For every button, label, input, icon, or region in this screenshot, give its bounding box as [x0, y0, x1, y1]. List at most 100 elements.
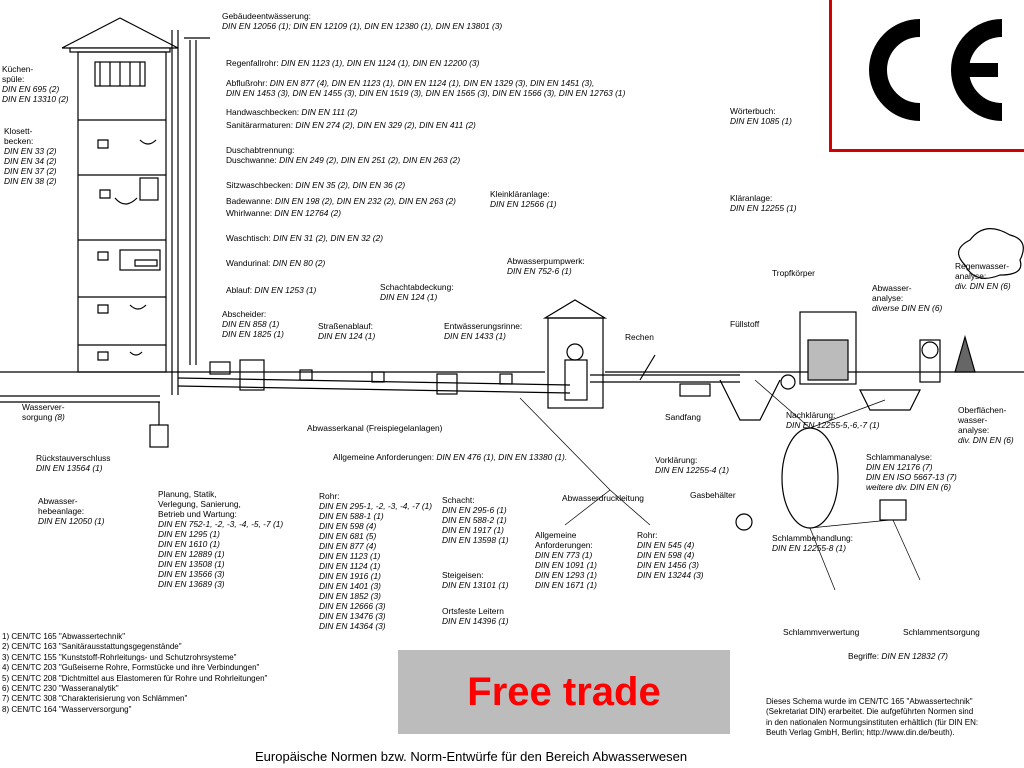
- label-text: DIN EN 1091 (1): [535, 560, 597, 570]
- label-title: sorgung: [22, 412, 53, 422]
- label-title: Kleinkläranlage:: [490, 189, 550, 199]
- label-gebaeudeentwaesserung: Gebäudeentwässerung: DIN EN 12056 (1); D…: [222, 11, 502, 31]
- label-waschtisch: Waschtisch: DIN EN 31 (2), DIN EN 32 (2): [226, 233, 383, 243]
- label-kuechenspuele: Küchen- spüle: DIN EN 695 (2) DIN EN 133…: [2, 64, 69, 104]
- legend-item: 6) CEN/TC 230 "Wasseranalytik": [2, 684, 119, 694]
- label-text: DIN EN 12832 (7): [881, 651, 948, 661]
- label-title: Waschtisch:: [226, 233, 271, 243]
- label-allgemeine-anforderungen-druck: Allgemeine Anforderungen: DIN EN 773 (1)…: [535, 530, 597, 590]
- label-ortsfeste-leitern: Ortsfeste Leitern DIN EN 14396 (1): [442, 606, 509, 626]
- label-schlammentsorgung: Schlammentsorgung: [903, 627, 980, 637]
- label-text: DIN EN 13508 (1): [158, 559, 225, 569]
- label-text: DIN EN 31 (2), DIN EN 32 (2): [273, 233, 384, 243]
- banner-text: Free trade: [467, 669, 661, 714]
- label-wandurinal: Wandurinal: DIN EN 80 (2): [226, 258, 325, 268]
- label-title: Schlammbehandlung:: [772, 533, 854, 543]
- connector-lines: [519, 379, 921, 591]
- building: [61, 17, 210, 395]
- label-sandfang: Sandfang: [665, 412, 701, 422]
- label-title: Verlegung, Sanierung,: [158, 499, 241, 509]
- label-title: Schlammanalyse:: [866, 452, 933, 462]
- label-text: DIN EN 198 (2), DIN EN 232 (2), DIN EN 2…: [274, 196, 456, 206]
- label-vorklaerung: Vorklärung: DIN EN 12255-4 (1): [655, 455, 729, 475]
- label-text: DIN EN 35 (2), DIN EN 36 (2): [295, 180, 406, 190]
- label-title: Wörterbuch:: [730, 106, 776, 116]
- label-text: DIN EN 1456 (3): [637, 560, 699, 570]
- label-text: DIN EN 14396 (1): [442, 616, 509, 626]
- label-title: Abflußrohr:: [226, 78, 268, 88]
- label-text: DIN EN 38 (2): [4, 176, 57, 186]
- label-title: Schacht:: [442, 495, 475, 505]
- label-text: DIN EN 1610 (1): [158, 539, 220, 549]
- legend-item: 1) CEN/TC 165 "Abwassertechnik": [2, 632, 126, 641]
- label-text: DIN EN 1124 (1): [319, 561, 381, 571]
- label-title: Gebäudeentwässerung:: [222, 11, 311, 21]
- note-line: in den nationalen Normungsinstituten erh…: [766, 717, 979, 727]
- label-title: wasser-: [958, 415, 988, 425]
- label-planung: Planung, Statik, Verlegung, Sanierung, B…: [158, 489, 283, 589]
- label-title: Allgemeine Anforderungen:: [333, 452, 435, 462]
- label-text: DIN EN 12255 (1): [730, 203, 797, 213]
- label-text: DIN EN 858 (1): [222, 319, 280, 329]
- label-text: diverse DIN EN (6): [872, 303, 943, 313]
- label-text: DIN EN 295-1, -2, -3, -4, -7 (1): [319, 501, 433, 511]
- label-text: div. DIN EN (6): [958, 435, 1014, 445]
- label-rohr-freispiegel: Rohr: DIN EN 295-1, -2, -3, -4, -7 (1) D…: [319, 491, 432, 631]
- label-title: Klosett-: [4, 126, 33, 136]
- label-tropfkoerper: Tropfkörper: [772, 268, 815, 278]
- label-regenfallrohr: Regenfallrohr: DIN EN 1123 (1), DIN EN 1…: [226, 58, 479, 68]
- label-title: becken:: [4, 136, 34, 146]
- label-text: DIN EN 13689 (3): [158, 579, 225, 589]
- label-text: DIN EN 12056 (1); DIN EN 12109 (1), DIN …: [222, 21, 503, 31]
- legend-item: 2) CEN/TC 163 "Sanitärausstattungsgegens…: [2, 642, 182, 652]
- label-text: DIN EN 13244 (3): [637, 570, 704, 580]
- label-text: DIN EN 1295 (1): [158, 529, 220, 539]
- pump-station: [542, 299, 740, 409]
- label-text: DIN EN 1123 (1): [319, 551, 381, 561]
- label-title: Rechen: [625, 332, 654, 342]
- label-text: DIN EN 877 (4), DIN EN 1123 (1), DIN EN …: [269, 78, 595, 88]
- label-abwasseranalyse: Abwasser- analyse: diverse DIN EN (6): [872, 283, 942, 313]
- label-oberflaechenwasser: Oberflächen- wasser- analyse: div. DIN E…: [958, 405, 1014, 445]
- label-text: DIN EN 1433 (1): [444, 331, 506, 341]
- label-title: Kläranlage:: [730, 193, 773, 203]
- label-abwasserpumpwerk: Abwasserpumpwerk: DIN EN 752-6 (1): [507, 256, 585, 276]
- label-abwasserdruckleitung: Abwasserdruckleitung: [562, 493, 644, 503]
- label-text: DIN EN 588-2 (1): [442, 515, 507, 525]
- footer-title: Europäische Normen bzw. Norm-Entwürfe fü…: [255, 749, 688, 764]
- label-title: Ortsfeste Leitern: [442, 606, 504, 616]
- label-title: Anforderungen:: [535, 540, 593, 550]
- label-title: Duschwanne:: [226, 155, 277, 165]
- label-schlammanalyse: Schlammanalyse: DIN EN 12176 (7) DIN EN …: [866, 452, 957, 492]
- label-rohr-druck: Rohr: DIN EN 545 (4) DIN EN 598 (4) DIN …: [637, 530, 704, 580]
- label-steigeisen: Steigeisen: DIN EN 13101 (1): [442, 570, 509, 590]
- label-title: hebeanlage:: [38, 506, 85, 516]
- label-title: Oberflächen-: [958, 405, 1007, 415]
- label-title: Rohr:: [319, 491, 340, 501]
- ce-logo: [829, 0, 1024, 152]
- label-abwasserkanal: Abwasserkanal (Freispiegelanlagen): [307, 423, 442, 433]
- label-title: Entwässerungsrinne:: [444, 321, 523, 331]
- label-text: DIN EN 13598 (1): [442, 535, 509, 545]
- label-whirlwanne: Whirlwanne: DIN EN 12764 (2): [226, 208, 341, 218]
- label-title: Füllstoff: [730, 319, 760, 329]
- label-handwaschbecken: Handwaschbecken: DIN EN 111 (2): [226, 107, 357, 117]
- label-text: DIN EN 1917 (1): [442, 525, 504, 535]
- label-text: DIN EN 80 (2): [272, 258, 326, 268]
- label-title: Abwasser-: [872, 283, 912, 293]
- label-allgemeine-anforderungen: Allgemeine Anforderungen: DIN EN 476 (1)…: [333, 452, 567, 462]
- label-title: Sandfang: [665, 412, 701, 422]
- label-text: DIN EN 1916 (1): [319, 571, 381, 581]
- label-title: Küchen-: [2, 64, 34, 74]
- label-text: DIN EN 695 (2): [2, 84, 60, 94]
- label-text: DIN EN 773 (1): [535, 550, 593, 560]
- label-title: Sanitärarmaturen:: [226, 120, 294, 130]
- label-abflussrohr: Abflußrohr: DIN EN 877 (4), DIN EN 1123 …: [226, 78, 625, 98]
- label-begriffe: Begriffe: DIN EN 12832 (7): [848, 651, 948, 661]
- label-title: Allgemeine: [535, 530, 577, 540]
- sewer-pipe: [0, 359, 571, 448]
- label-text: DIN EN 295-6 (1): [442, 505, 507, 515]
- label-nachklaerung: Nachklärung: DIN EN 12255-5,-6,-7 (1): [786, 410, 880, 430]
- label-title: Rückstauverschluss: [36, 453, 111, 463]
- label-text: DIN EN 12255-8 (1): [772, 543, 847, 553]
